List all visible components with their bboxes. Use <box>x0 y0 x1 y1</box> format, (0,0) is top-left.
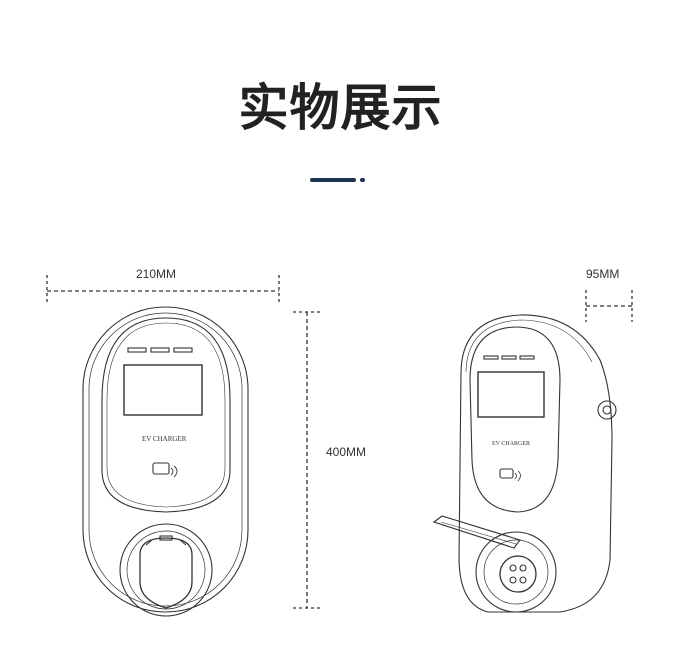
width-dimension-label: 210MM <box>136 267 177 281</box>
charger-front-view <box>82 306 249 617</box>
height-dimension-label: 400MM <box>326 445 367 459</box>
width-dimension-line <box>46 275 280 305</box>
charger-side-view <box>432 314 617 613</box>
title-underline <box>310 178 356 182</box>
title-underline-dot <box>360 178 365 182</box>
height-dimension-line <box>293 311 322 609</box>
depth-dimension-line <box>585 290 633 322</box>
depth-dimension-label: 95MM <box>586 267 620 281</box>
page-title: 实物展示 <box>238 79 443 137</box>
front-device-label: EV CHARGER <box>142 435 187 443</box>
side-device-label: EV CHARGER <box>492 441 530 447</box>
card-reader-icon <box>152 462 178 478</box>
